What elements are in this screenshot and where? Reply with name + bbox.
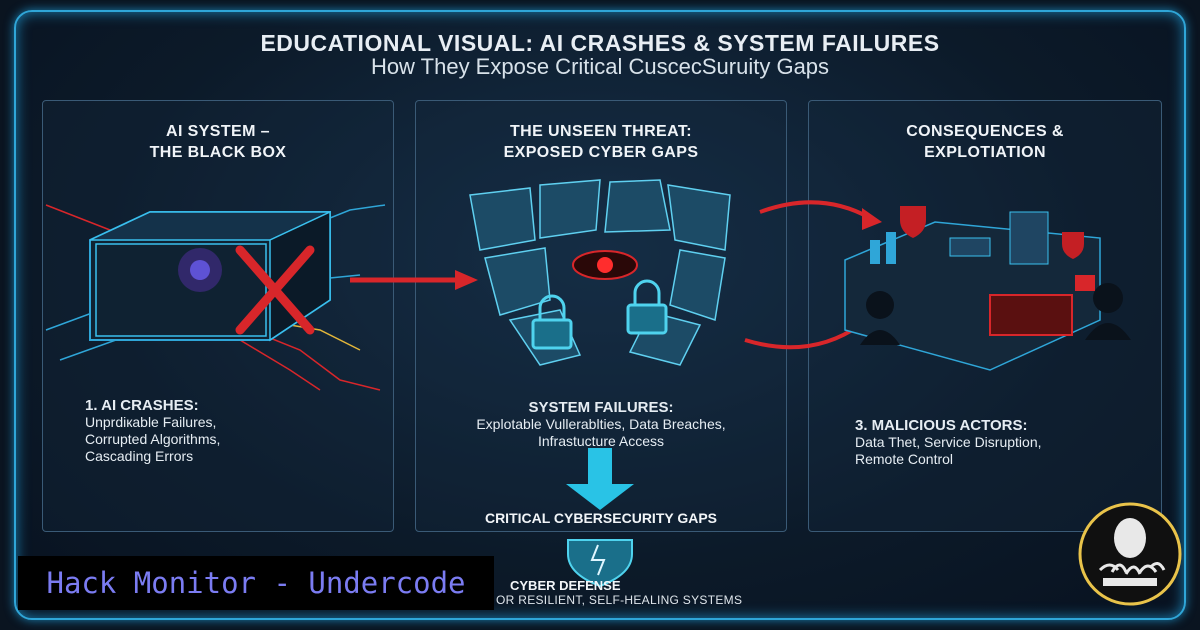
- shield-icon: [567, 539, 633, 588]
- arrow-right-icon: [350, 270, 478, 290]
- panel-line: Corrupted Algorithms,: [85, 431, 221, 447]
- panel-heading: 3. MALICIOUS ACTORS:: [855, 417, 1028, 434]
- panel-line: Cascading Errors: [85, 448, 194, 464]
- arrow-down-icon: [566, 448, 634, 510]
- panel-description: 1. AI CRASHES: Unprdiкable Failures, Cor…: [85, 397, 220, 465]
- watermark-banner: Hack Monitor - Undercode: [18, 556, 494, 610]
- panel-title-line1: THE UNSEEN THREAT:: [509, 123, 693, 140]
- padlock-icon: [531, 279, 668, 350]
- watermark-text: Hack Monitor - Undercode: [46, 566, 466, 600]
- panel-title-line2: THE BLACK BOX: [149, 144, 287, 161]
- panel-description: SYSTEM FAILURES: Explotable Vullerabltie…: [416, 399, 786, 450]
- panel-title-line1: CONSEQUENCES &: [906, 123, 1064, 140]
- hacker-icon: [860, 283, 1131, 345]
- black-box-cube-icon: [89, 210, 331, 342]
- red-eye-icon: [572, 250, 638, 280]
- panel-title-line2: EXPOSED CYBER GAPS: [503, 144, 699, 161]
- octopus-logo-icon: [1078, 502, 1182, 606]
- panel-heading: SYSTEM FAILURES:: [528, 399, 674, 416]
- broken-shield-icon: [469, 179, 731, 366]
- page-title: EDUCATIONAL VISUAL: AI CRASHES & SYSTEM …: [260, 30, 940, 56]
- panel-line: Unprdiкable Failures,: [85, 414, 217, 430]
- shield-icon: [900, 206, 1084, 259]
- cyber-defense-title: CYBER DEFENSE: [510, 578, 621, 593]
- panel-heading: 1. AI CRASHES:: [85, 397, 199, 414]
- red-x-icon: [235, 245, 315, 335]
- panel-title-line1: AI SYSTEM –: [166, 123, 270, 140]
- page-subtitle: How They Expose Critical CuscecSuruity G…: [370, 54, 830, 79]
- cyber-defense-subtitle: OR RESILIENT, SELF-HEALING SYSTEMS: [496, 593, 743, 607]
- panel-line: Data Thet, Service Disruption,: [855, 434, 1042, 450]
- panel-line: Infrastucture Access: [537, 433, 665, 449]
- panel-title-line2: EXPLOTIATION: [924, 144, 1046, 161]
- panel-line: Explotable Vullerablties, Data Breaches,: [476, 416, 726, 432]
- panel-line: Remote Control: [855, 451, 954, 467]
- server-city-icon: [844, 211, 1101, 371]
- critical-gaps-label: CRITICAL CYBERSECURITY GAPS: [484, 510, 718, 526]
- panel-description: 3. MALICIOUS ACTORS: Data Thet, Service …: [855, 417, 1042, 468]
- arrow-right-icon: [744, 200, 871, 350]
